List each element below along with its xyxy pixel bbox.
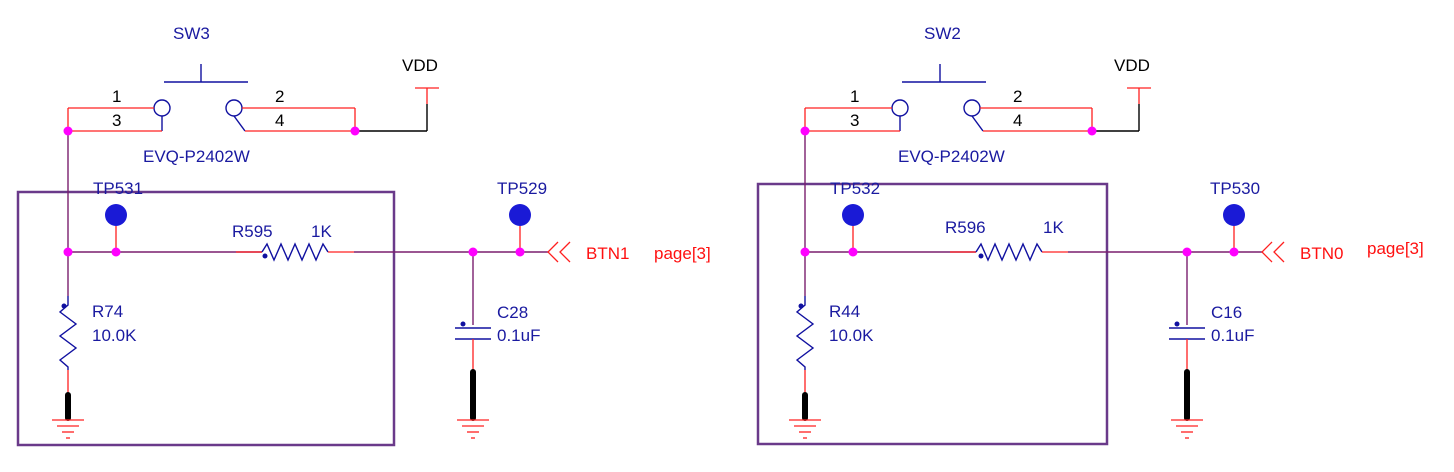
series-resistor-ref: R596 — [945, 218, 986, 237]
page-reference: page[3] — [654, 244, 711, 263]
ground-icon — [52, 419, 84, 439]
pulldown-resistor-ref: R44 — [829, 302, 860, 321]
switch-ref: SW2 — [924, 24, 961, 43]
test-point-tp529 — [509, 204, 531, 226]
net-label: BTN1 — [586, 244, 629, 263]
test-point-right-label: TP530 — [1210, 179, 1260, 198]
supply-label: VDD — [1114, 56, 1150, 75]
pin-3-label: 3 — [112, 111, 121, 130]
highlight-box — [756, 182, 1109, 446]
capacitor-value: 0.1uF — [1211, 326, 1254, 345]
junction — [1087, 126, 1097, 136]
push-switch — [153, 64, 248, 132]
offpage-connector-icon — [547, 241, 571, 263]
pin-2-label: 2 — [275, 87, 284, 106]
pin-4-label: 4 — [275, 111, 284, 130]
series-resistor-value: 1K — [1043, 218, 1064, 237]
series-resistor-value: 1K — [311, 222, 332, 241]
test-point-tp531 — [105, 204, 127, 226]
pin-1-label: 1 — [850, 87, 859, 106]
page-reference: page[3] — [1367, 239, 1424, 258]
ground-icon — [457, 419, 489, 439]
pin-3-label: 3 — [850, 111, 859, 130]
test-point-tp532 — [842, 204, 864, 226]
pin-1-label: 1 — [112, 87, 121, 106]
test-point-tp530 — [1223, 204, 1245, 226]
capacitor-ref: C16 — [1211, 303, 1242, 322]
junction — [63, 126, 73, 136]
junction — [800, 247, 810, 257]
junction — [111, 247, 121, 257]
net-label: BTN0 — [1300, 244, 1343, 263]
pulldown-resistor-value: 10.0K — [829, 326, 874, 345]
highlight-box — [16, 190, 396, 447]
switch-part-number: EVQ-P2402W — [898, 147, 1005, 166]
junction — [800, 126, 810, 136]
pulldown-resistor-value: 10.0K — [92, 326, 137, 345]
series-resistor-ref: R595 — [232, 222, 273, 241]
junction — [468, 247, 478, 257]
junction — [515, 247, 525, 257]
junction — [350, 126, 360, 136]
switch-ref: SW3 — [173, 24, 210, 43]
pin-4-label: 4 — [1013, 111, 1022, 130]
circuit-sw2: SW2 1 3 2 4 EVQ-P2402W VDD TP532 TP530 R… — [756, 24, 1424, 446]
junction — [1182, 247, 1192, 257]
switch-contact-right — [963, 99, 981, 117]
switch-part-number: EVQ-P2402W — [143, 147, 250, 166]
test-point-left-label: TP531 — [93, 179, 143, 198]
junction — [848, 247, 858, 257]
push-switch — [891, 64, 986, 132]
switch-contact-right — [225, 99, 243, 117]
circuit-sw3: SW3 1 3 2 4 EVQ-P2402W VDD TP531 TP529 R… — [16, 24, 711, 447]
resistor-r595 — [261, 242, 329, 262]
ground-icon — [789, 419, 821, 439]
capacitor-ref: C28 — [497, 303, 528, 322]
ground-icon — [1171, 419, 1203, 439]
junction — [1229, 247, 1239, 257]
pin-2-label: 2 — [1013, 87, 1022, 106]
test-point-left-label: TP532 — [830, 179, 880, 198]
pulldown-resistor-ref: R74 — [92, 302, 123, 321]
capacitor-value: 0.1uF — [497, 326, 540, 345]
supply-label: VDD — [402, 56, 438, 75]
switch-contact-left — [153, 99, 171, 117]
test-point-right-label: TP529 — [497, 179, 547, 198]
resistor-r596 — [975, 242, 1043, 262]
junction — [63, 247, 73, 257]
offpage-connector-icon — [1261, 241, 1285, 263]
switch-contact-left — [891, 99, 909, 117]
